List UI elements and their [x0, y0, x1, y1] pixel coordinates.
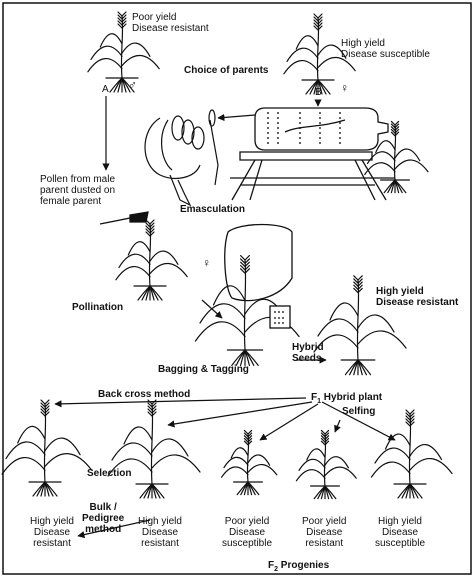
progeny-5-line1: High yield: [378, 516, 422, 527]
bagging-tagging-label: Bagging & Tagging: [158, 364, 249, 375]
hybrid-traits-line2: Disease resistant: [376, 297, 459, 308]
arrow-bulk: [77, 519, 151, 539]
hybrid-traits: High yield Disease resistant: [376, 286, 458, 308]
progeny-1-plant: [1, 399, 93, 497]
progeny-2-plant: [107, 399, 201, 499]
pollination-label: Pollination: [72, 302, 124, 313]
f2-subscript: 2: [274, 566, 279, 573]
progeny-5-line3: susceptible: [375, 538, 426, 549]
f1-hybrid-plant: [313, 275, 407, 376]
pollen-description: Pollen from male parent dusted on female…: [40, 174, 115, 207]
female-symbol-2: ♀: [202, 256, 211, 270]
progeny-1-line2: Disease: [33, 527, 71, 538]
back-cross-label: Back cross method: [98, 389, 191, 400]
pollen-brush-illustration: [99, 211, 149, 225]
parent-a-traits: Poor yield Disease resistant: [132, 12, 209, 34]
progeny-5-line2: Disease: [381, 527, 419, 538]
arrow-to-progeny-4: [334, 419, 341, 433]
emasculation-label: Emasculation: [180, 204, 246, 215]
progeny-3-plant: [221, 429, 278, 496]
f2-progenies-label: F2 Progenies: [268, 560, 329, 575]
arrow-pollination-to-bag: [201, 299, 223, 319]
progeny-2-line2: Disease: [141, 527, 179, 538]
progeny-1-line1: High yield: [30, 516, 74, 527]
parent-b-plant: [283, 13, 356, 95]
progeny-3-traits: Poor yield Disease susceptible: [222, 516, 272, 549]
pollen-line1: Pollen from male: [40, 174, 116, 185]
arrow-to-progeny-3: [259, 403, 319, 441]
female-symbol: ♀: [340, 81, 349, 95]
progeny-4-line2: Disease: [306, 527, 343, 538]
f1-prefix: F: [311, 392, 318, 403]
parent-a-line1: Poor yield: [132, 12, 177, 23]
bulk-line3: method: [85, 524, 122, 535]
hybrid-seeds-line2: Seeds: [292, 353, 322, 364]
progeny-3-line2: Disease: [228, 527, 266, 538]
arrow-to-progeny-2: [167, 401, 313, 428]
progeny-4-line3: resistant: [305, 538, 344, 549]
pollination-bag-illustration: [224, 223, 293, 329]
bulk-pedigree-label: Bulk / Pedigree method: [82, 502, 124, 535]
choice-of-parents-label: Choice of parents: [184, 65, 269, 76]
flower-section-illustration: [144, 109, 219, 207]
arrow-to-progeny-5: [321, 401, 396, 441]
selfing-label: Selfing: [342, 406, 376, 417]
parent-a-letter: A: [102, 84, 109, 95]
progeny-1-line3: resistant: [33, 538, 71, 549]
male-symbol: ♂: [128, 78, 137, 92]
hybrid-traits-line1: High yield: [376, 286, 424, 297]
bagged-plant: [194, 255, 300, 366]
progeny-2-line3: resistant: [141, 538, 179, 549]
progeny-4-traits: Poor yield Disease resistant: [302, 516, 346, 549]
progeny-1-traits: High yield Disease resistant: [30, 516, 74, 549]
pollination-plant: [115, 219, 188, 301]
pollen-line2: parent dusted on: [40, 185, 116, 196]
parent-b-letter: B: [315, 87, 322, 98]
arrow-bottle-to-flower: [217, 113, 256, 122]
parent-b-line2: Disease susceptible: [341, 49, 430, 60]
progeny-2-traits: High yield Disease resistant: [138, 516, 182, 549]
bottle-and-table-illustration: [230, 107, 395, 201]
hybrid-seeds-line1: Hybrid: [292, 342, 324, 353]
f1-rest: Hybrid plant: [323, 392, 383, 403]
parent-b-line1: High yield: [341, 38, 385, 49]
bottle-side-plant: [364, 120, 429, 194]
pollen-line3: female parent: [40, 196, 102, 207]
hybrid-seeds-label: Hybrid Seeds: [292, 342, 324, 364]
parent-a-line2: Disease resistant: [132, 23, 209, 34]
progeny-4-line1: Poor yield: [302, 516, 347, 527]
parent-a-plant: [87, 11, 160, 93]
f2-rest: Progenies: [280, 560, 330, 571]
bulk-line2: Pedigree: [82, 513, 125, 524]
f1-hybrid-plant-label: F1 Hybrid plant: [311, 392, 382, 407]
selection-label: Selection: [87, 468, 132, 479]
bulk-line1: Bulk /: [89, 502, 117, 513]
f1-subscript: 1: [317, 398, 322, 405]
f2-prefix: F: [268, 560, 275, 571]
parent-b-traits: High yield Disease susceptible: [341, 38, 430, 60]
progeny-5-traits: High yield Disease susceptible: [375, 516, 425, 549]
progeny-3-line3: susceptible: [222, 538, 273, 549]
arrow-back-cross: [54, 397, 307, 408]
progeny-3-line1: Poor yield: [224, 516, 270, 527]
progeny-4-plant: [295, 429, 357, 500]
progeny-2-line1: High yield: [138, 516, 182, 527]
progeny-5-plant: [370, 409, 453, 499]
